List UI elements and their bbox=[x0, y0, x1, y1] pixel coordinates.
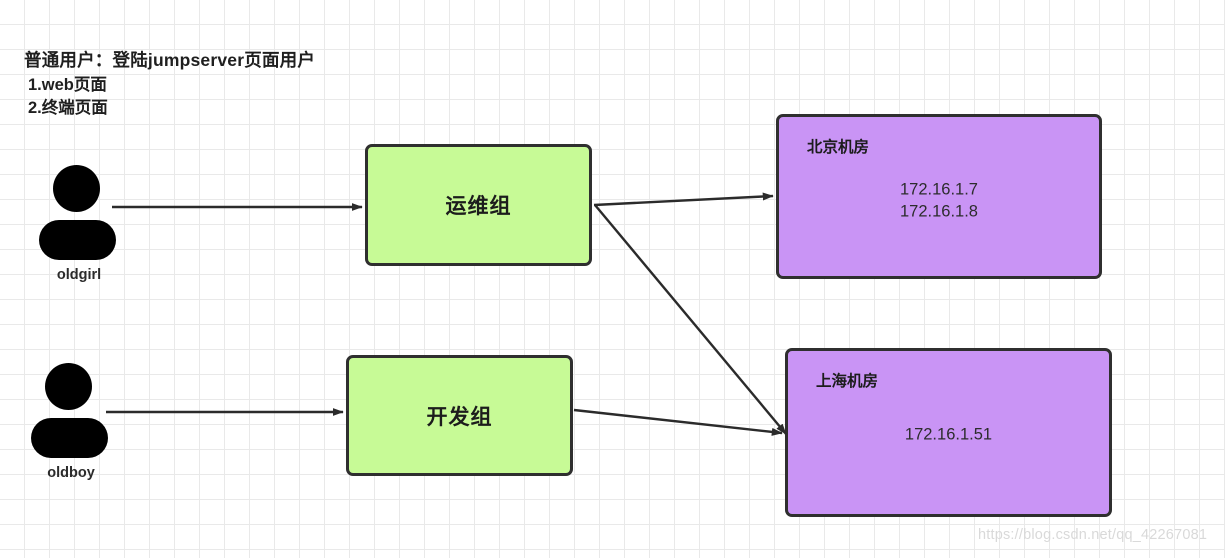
legend-note: 普通用户：登陆jumpserver页面用户 1.web页面 2.终端页面 bbox=[24, 50, 316, 117]
legend-note-line-2: 2.终端页面 bbox=[28, 99, 108, 117]
legend-note-title: 普通用户：登陆jumpserver页面用户 bbox=[24, 50, 316, 70]
ip-address: 172.16.1.8 bbox=[900, 202, 978, 221]
edge-ops-to-beijing bbox=[593, 192, 774, 207]
node-datacenter-beijing-ip-list: 172.16.1.7 172.16.1.8 bbox=[779, 178, 1099, 223]
node-datacenter-shanghai-ip-list: 172.16.1.51 bbox=[788, 423, 1109, 445]
node-group-dev[interactable]: 开发组 bbox=[346, 355, 573, 476]
actor-oldgirl-label: oldgirl bbox=[56, 267, 102, 283]
person-icon-head bbox=[53, 165, 100, 212]
actor-oldboy[interactable]: oldboy bbox=[12, 363, 122, 488]
person-icon-body bbox=[31, 418, 108, 458]
watermark: https://blog.csdn.net/qq_42267081 bbox=[978, 527, 1208, 543]
person-icon-body bbox=[39, 220, 116, 260]
person-icon-head bbox=[45, 363, 92, 410]
node-datacenter-shanghai[interactable]: 上海机房 172.16.1.51 bbox=[785, 348, 1112, 517]
node-group-ops[interactable]: 运维组 bbox=[365, 144, 592, 266]
node-datacenter-beijing[interactable]: 北京机房 172.16.1.7 172.16.1.8 bbox=[776, 114, 1102, 279]
node-group-ops-label: 运维组 bbox=[445, 195, 512, 218]
ip-address: 172.16.1.51 bbox=[904, 425, 993, 444]
node-datacenter-beijing-label: 北京机房 bbox=[807, 139, 870, 156]
actor-oldgirl[interactable]: oldgirl bbox=[20, 165, 130, 290]
edge-dev-to-shanghai bbox=[573, 408, 783, 436]
node-datacenter-shanghai-label: 上海机房 bbox=[816, 373, 879, 390]
node-group-dev-label: 开发组 bbox=[426, 405, 493, 429]
legend-note-line-1: 1.web页面 bbox=[28, 75, 107, 94]
actor-oldboy-label: oldboy bbox=[47, 465, 95, 481]
ip-address: 172.16.1.7 bbox=[900, 179, 978, 198]
edge-ops-to-shanghai bbox=[594, 204, 787, 435]
